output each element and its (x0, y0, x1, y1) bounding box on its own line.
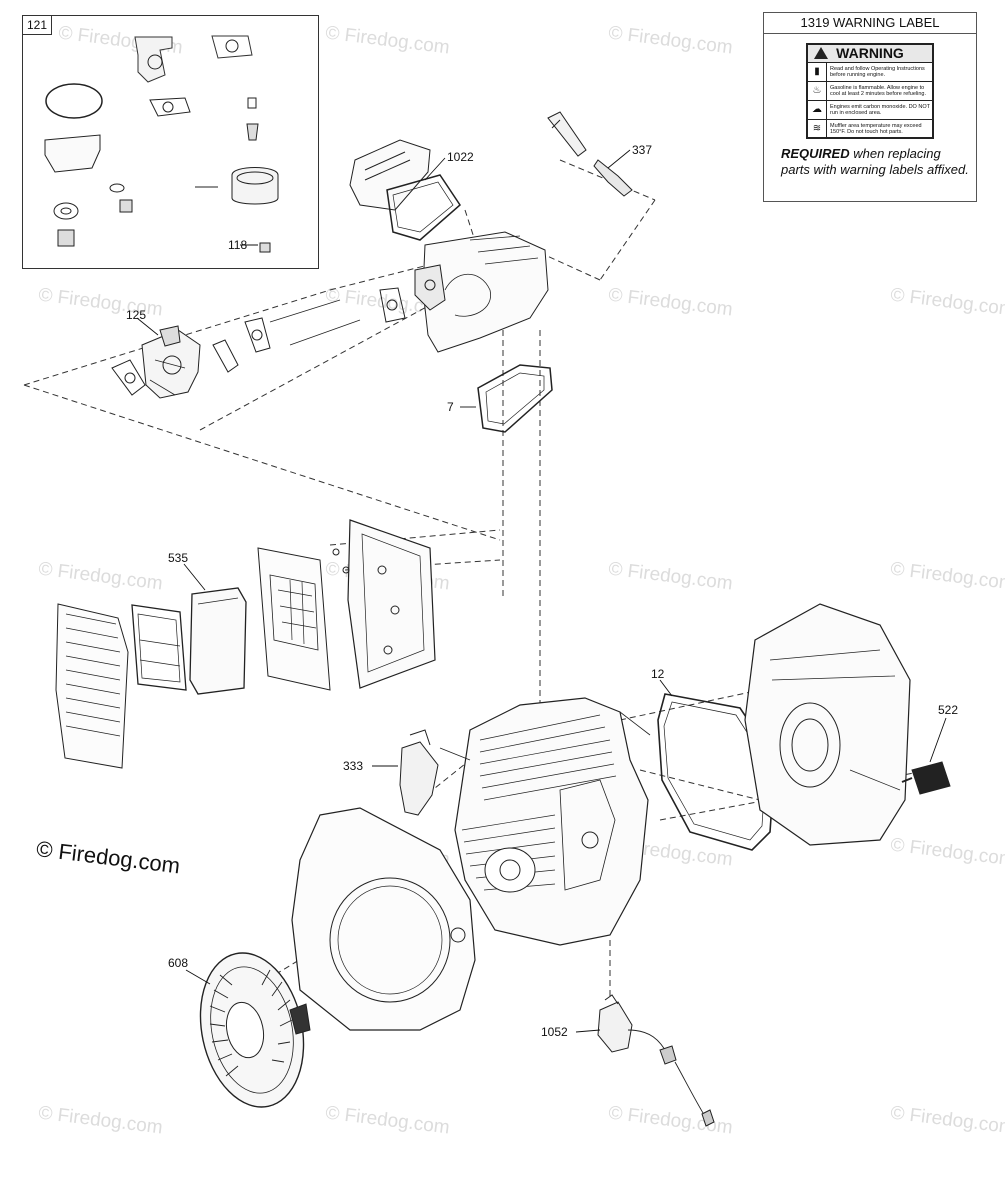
crankcase-cover (744, 603, 911, 846)
carburetor (111, 299, 361, 399)
warning-note-text: when replacing parts with warning labels… (781, 146, 969, 177)
oil-cap (901, 761, 951, 795)
flame-icon: ♨ (808, 82, 827, 100)
warning-label-box: 1319 WARNING LABEL WARNING ▮ Read and fo… (763, 12, 977, 202)
callout-125: 125 (126, 308, 147, 322)
callout-leaders (136, 149, 947, 1033)
callout-608: 608 (168, 956, 189, 970)
warning-note-required: REQUIRED (781, 146, 850, 161)
warning-decal-header: WARNING (808, 45, 932, 63)
warning-decal-title: WARNING (836, 45, 904, 61)
warning-row-text: Muffler area temperature may exceed 150°… (830, 123, 922, 135)
hot-surface-icon: ≋ (808, 120, 827, 138)
callout-535: 535 (168, 551, 189, 565)
spark-plug (547, 111, 633, 197)
rewind-starter (199, 952, 311, 1108)
callout-12: 12 (651, 667, 665, 681)
callout-118: 118 (228, 238, 248, 252)
warning-row-text: Engines emit carbon monoxide. DO NOT run… (830, 104, 930, 116)
callout-333: 333 (343, 759, 364, 773)
warning-row: ♨ Gasoline is flammable. Allow engine to… (808, 82, 932, 101)
air-cleaner-assembly (55, 519, 436, 769)
callout-1022: 1022 (447, 150, 474, 164)
warning-row: ▮ Read and follow Operating Instructions… (808, 63, 932, 82)
warning-decal: WARNING ▮ Read and follow Operating Inst… (806, 43, 934, 139)
warning-row-text: Gasoline is flammable. Allow engine to c… (830, 85, 927, 97)
air-cleaner-cover-top (349, 139, 461, 241)
carburetor-kit-inset: 121 (22, 15, 319, 269)
warning-row: ☁ Engines emit carbon monoxide. DO NOT r… (808, 101, 932, 120)
callout-7: 7 (447, 400, 454, 414)
warning-note: REQUIRED when replacing parts with warni… (781, 146, 971, 178)
warning-triangle-icon (814, 47, 828, 59)
callout-337: 337 (632, 143, 653, 157)
callout-1052: 1052 (541, 1025, 568, 1039)
exhaust-icon: ☁ (808, 101, 827, 119)
ignition-coil (399, 729, 471, 816)
book-icon: ▮ (808, 63, 827, 81)
kit-reference-tag: 121 (23, 16, 52, 35)
callout-522: 522 (938, 703, 959, 717)
head-gasket (477, 364, 553, 433)
blower-housing (291, 807, 476, 1031)
cylinder-head (379, 231, 549, 353)
warning-row: ≋ Muffler area temperature may exceed 15… (808, 120, 932, 138)
oil-sensor (597, 994, 715, 1127)
engine-block (454, 697, 651, 946)
warning-row-text: Read and follow Operating Instructions b… (830, 66, 925, 78)
carburetor-kit-parts (44, 35, 279, 253)
warning-label-title: 1319 WARNING LABEL (764, 13, 976, 34)
